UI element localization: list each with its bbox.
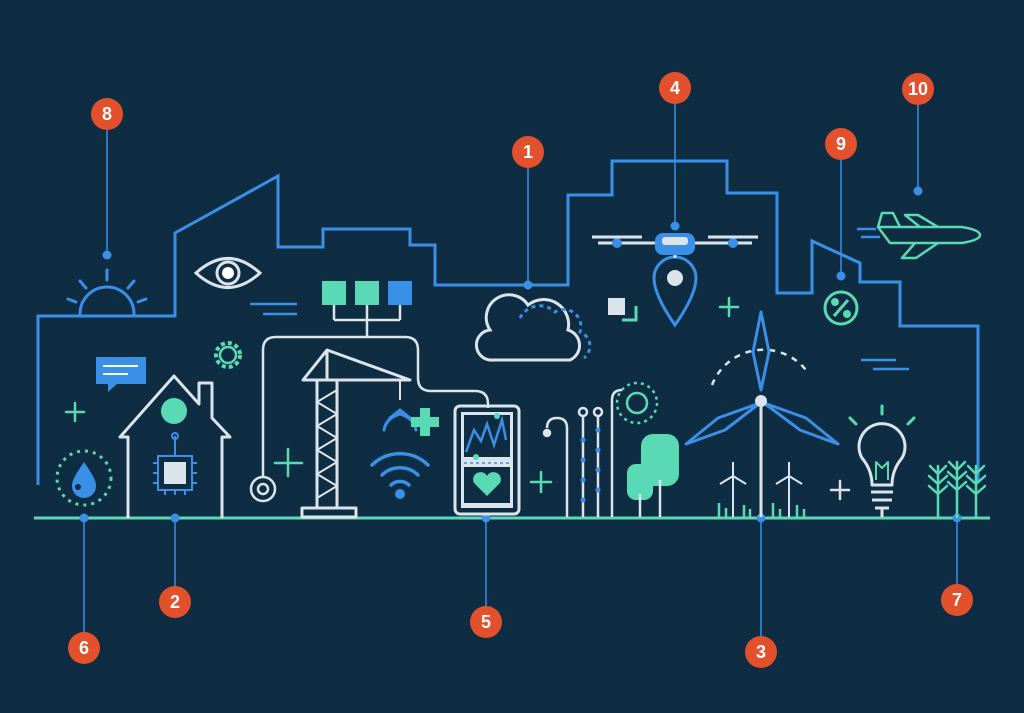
drone-icon <box>592 233 758 328</box>
squares-icon <box>608 298 638 322</box>
percent-icon <box>823 290 859 326</box>
callout-lines <box>83 104 958 636</box>
airplane-trail <box>857 227 880 239</box>
callout-badge-label: 7 <box>952 590 962 610</box>
airplane-icon <box>876 211 982 260</box>
street-lamps <box>542 388 623 517</box>
wind-turbine-icon <box>684 310 840 517</box>
smart-home-icon <box>118 374 232 518</box>
plus-icons <box>64 296 851 501</box>
trees-icon <box>627 434 679 517</box>
skyline-outline <box>36 159 980 485</box>
callout-badge-5[interactable]: 5 <box>470 606 502 638</box>
wifi-icon <box>370 451 430 499</box>
location-ring <box>615 381 659 425</box>
cable-plug-icon <box>249 475 277 503</box>
light-rays <box>848 404 916 426</box>
callout-badge-6[interactable]: 6 <box>68 632 100 664</box>
callout-badge-label: 2 <box>170 592 180 612</box>
crane-icon <box>300 348 412 519</box>
sunrise-icon <box>66 268 148 316</box>
callout-badges: 1 2 3 4 5 6 7 8 9 10 <box>68 72 973 668</box>
gear-ring <box>218 345 238 365</box>
callout-badge-10[interactable]: 10 <box>902 73 934 105</box>
callout-badge-label: 1 <box>523 142 533 162</box>
eye-icon <box>193 257 263 289</box>
small-turbines-icon <box>719 462 803 517</box>
callout-badge-label: 3 <box>756 642 766 662</box>
chat-bubble-icon <box>96 357 146 392</box>
cloud-icon <box>474 293 592 362</box>
medical-cross-icon <box>411 408 439 436</box>
callout-badge-label: 6 <box>79 638 89 658</box>
callout-badge-2[interactable]: 2 <box>159 586 191 618</box>
grass-marks <box>717 503 806 517</box>
callout-badge-label: 8 <box>102 104 112 124</box>
health-tablet-icon <box>453 404 521 516</box>
light-bulb-icon <box>857 422 907 517</box>
network-squares <box>322 281 412 337</box>
callout-badge-4[interactable]: 4 <box>659 72 691 104</box>
callout-badge-label: 5 <box>481 612 491 632</box>
speed-lines <box>861 358 909 371</box>
callout-badge-8[interactable]: 8 <box>91 98 123 130</box>
callout-dots <box>79 186 962 523</box>
network-cable <box>261 335 490 476</box>
water-drop-icon <box>55 449 113 507</box>
callout-badge-1[interactable]: 1 <box>512 136 544 168</box>
eye-dash-lines <box>250 302 297 316</box>
callout-badge-label: 4 <box>670 78 680 98</box>
callout-badge-label: 10 <box>908 79 928 99</box>
callout-badge-3[interactable]: 3 <box>745 636 777 668</box>
crops-icon <box>927 460 987 519</box>
callout-badge-7[interactable]: 7 <box>941 584 973 616</box>
pole-dots <box>580 427 601 503</box>
gear-icon <box>214 341 242 369</box>
callout-badge-label: 9 <box>836 134 846 154</box>
callout-badge-9[interactable]: 9 <box>825 128 857 160</box>
